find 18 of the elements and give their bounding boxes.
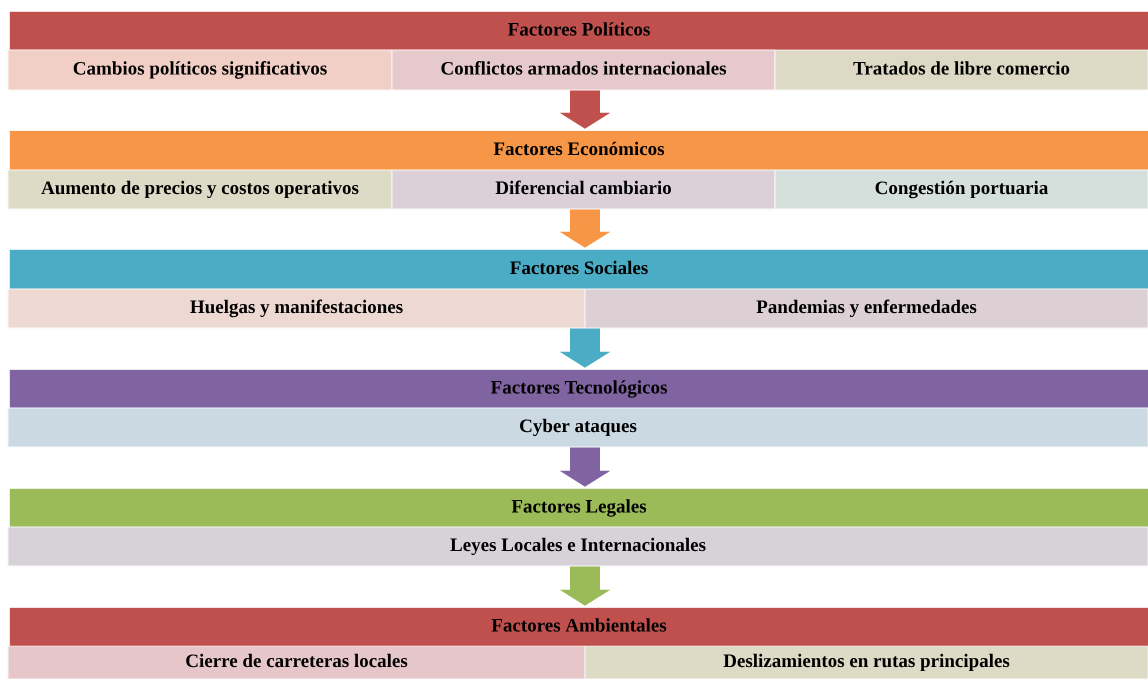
factor-box: Cyber ataques bbox=[7, 407, 1148, 448]
factor-box: Diferencial cambiario bbox=[391, 169, 776, 210]
factor-box: Leyes Locales e Internacionales bbox=[7, 526, 1148, 567]
category-bar: Factores Políticos bbox=[9, 11, 1148, 51]
factor-box: Conflictos armados internacionales bbox=[391, 49, 776, 91]
category-bar: Factores Ambientales bbox=[9, 607, 1148, 647]
factor-box: Cierre de carreteras locales bbox=[7, 645, 586, 679]
factor-box: Cambios políticos significativos bbox=[7, 49, 393, 91]
factor-box: Deslizamientos en rutas principales bbox=[584, 645, 1148, 679]
factor-box: Aumento de precios y costos operativos bbox=[7, 169, 393, 210]
category-bar: Factores Tecnológicos bbox=[9, 369, 1148, 409]
factor-box: Huelgas y manifestaciones bbox=[7, 288, 586, 329]
category-bar: Factores Sociales bbox=[9, 249, 1148, 290]
category-bar: Factores Legales bbox=[9, 488, 1148, 528]
factor-box: Tratados de libre comercio bbox=[774, 49, 1148, 91]
factor-box: Pandemias y enfermedades bbox=[584, 288, 1148, 329]
category-bar: Factores Económicos bbox=[9, 130, 1148, 171]
factor-box: Congestión portuaria bbox=[774, 169, 1148, 210]
